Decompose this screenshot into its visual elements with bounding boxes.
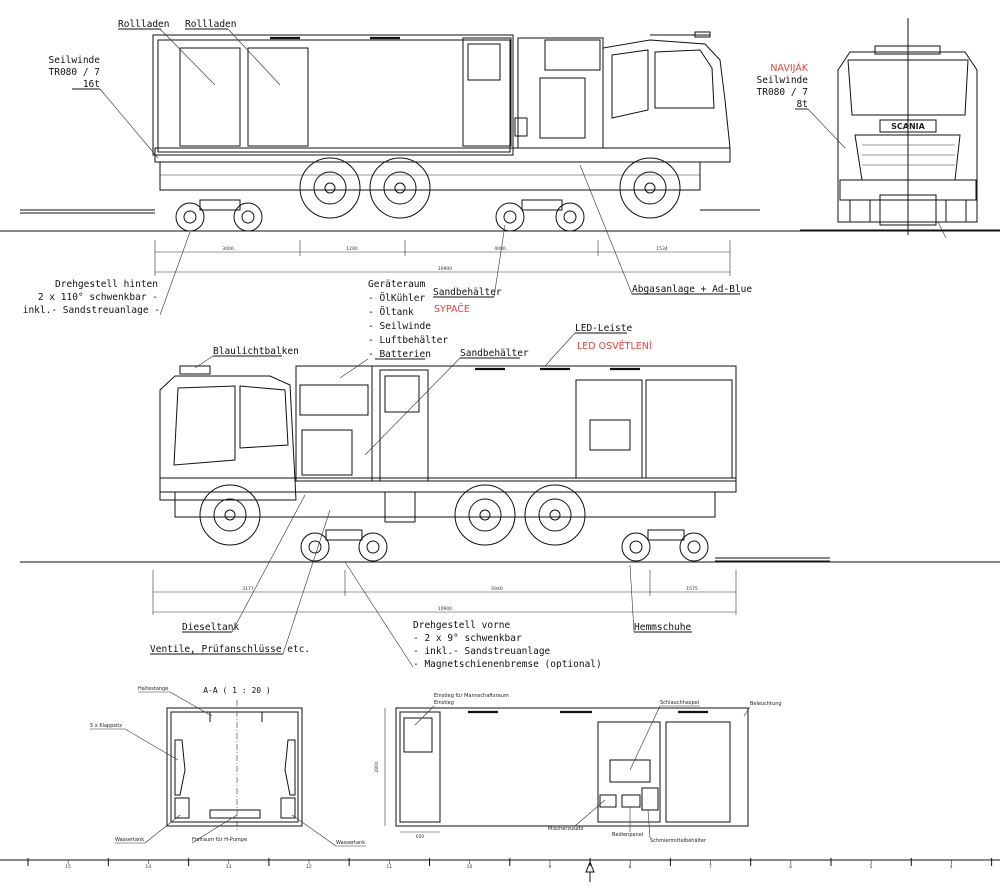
ruler-label: 9 [548,864,551,870]
label-schlauchhaspel: Schlauchhaspel [660,700,699,706]
dim-1534: 1534 [656,246,668,252]
label-wassertank-right: Wassertank [336,840,365,846]
dim-panel-width: 650 [416,834,425,840]
ruler-label: 12 [306,864,312,870]
ruler-label: 7 [709,864,712,870]
geraeteraum-item-4: - Luftbehälter [368,335,448,346]
ruler-label: 8 [629,864,632,870]
dim-4000: 4000 [494,246,506,252]
label-seilwinde-front-3: 8t [797,99,808,110]
drehgestell-vorne-item-1: - 2 x 9° schwenkbar [413,633,522,644]
ruler-label: 6 [789,864,792,870]
dim-mid-left: 3177 [242,586,254,592]
ruler-label: 10 [467,864,473,870]
label-sandbehaelter-top: Sandbehälter [433,287,502,298]
drehgestell-vorne-item-3: - Magnetschienenbremse (optional) [413,659,602,670]
label-schmiermittel: Schmiermittelbehälter [650,838,707,844]
label-sandbehaelter-mid: Sandbehälter [460,348,529,359]
label-geraeteraum: Geräteraum [368,279,425,290]
label-ventile: Ventile, Prüfanschlüsse etc. [150,644,310,655]
ruler-label: 5 [870,864,873,870]
geraeteraum-item-5: - Batterien [368,349,431,360]
label-beleuchtung: Beleuchtung [750,701,782,707]
label-einstieg-mannschaft: Einstieg für Mannschaftsraum [434,693,509,699]
ruler-label: 11 [386,864,392,870]
label-rollladen-2: Rollladen [185,19,236,30]
dim-1200: 1200 [346,246,358,252]
label-led-osvetleni: LED OSVĚTLENÍ [577,340,652,352]
label-klappsitz: 5 x Klappsitz [90,723,122,729]
label-drehgestell-hinten-1: Drehgestell hinten [55,279,158,290]
dim-3000: 3000 [222,246,234,252]
label-seilwinde-top-2: TR080 / 7 [49,67,100,78]
dim-mid-right: 1575 [686,586,698,592]
label-mischerzusatz: Mischerzusatz [548,826,584,832]
label-dieseltank: Dieseltank [182,622,239,633]
front-brand: SCANIA [891,122,925,131]
label-sypace: SYPAČE [434,303,470,315]
top-side-view: 3000 1200 4000 1534 10900 [0,31,1000,276]
label-haltestange: Haltestange [138,686,168,692]
label-einstieg: Einstieg [434,700,454,706]
label-bedienpanel: Bedienpanel [612,832,643,838]
ruler-label: 15 [65,864,71,870]
dim-mid-total: 10900 [438,606,452,612]
label-navijak: NAVIJÁK [770,62,808,74]
label-rollladen-1: Rollladen [118,19,169,30]
body-side-panel [384,707,749,833]
label-abgasanlage: Abgasanlage + Ad-Blue [632,284,752,295]
section-title: A-A ( 1 : 20 ) [203,686,270,695]
dim-mid-center: 5940 [491,586,503,592]
ruler-label: 13 [226,864,232,870]
label-freiraum: Freiraum für H-Pumpe [192,837,247,843]
geraeteraum-item-1: - ÖlKühler [368,293,425,304]
ruler-label: 4 [950,864,953,870]
geraeteraum-item-3: - Seilwinde [368,321,431,332]
geraeteraum-item-2: - Öltank [368,307,414,318]
label-seilwinde-top-3: 16t [83,79,100,90]
dim-panel-height: 2800 [374,761,380,773]
label-drehgestell-hinten-2: 2 x 110° schwenkbar - [38,292,158,303]
label-seilwinde-front-2: TR080 / 7 [757,87,808,98]
section-a-a [166,700,303,832]
front-view: SCANIA [800,18,1000,239]
bottom-ruler [0,858,1000,882]
label-drehgestell-hinten-3: inkl.- Sandstreuanlage - [23,305,160,316]
middle-side-view: 3177 5940 1575 10900 [20,365,1000,615]
dim-total-top: 10900 [438,266,452,272]
label-seilwinde-front-1: Seilwinde [757,75,809,86]
drehgestell-vorne-item-2: - inkl.- Sandstreuanlage [413,646,551,657]
ruler-label: 14 [145,864,151,870]
label-wassertank-left: Wassertank [115,837,144,843]
label-led-leiste: LED-Leiste [575,323,632,334]
label-blaulichtbalken: Blaulichtbalken [213,346,299,357]
label-hemmschuhe: Hemmschuhe [634,622,691,633]
label-drehgestell-vorne: Drehgestell vorne [413,620,511,631]
label-seilwinde-top-1: Seilwinde [49,55,101,66]
